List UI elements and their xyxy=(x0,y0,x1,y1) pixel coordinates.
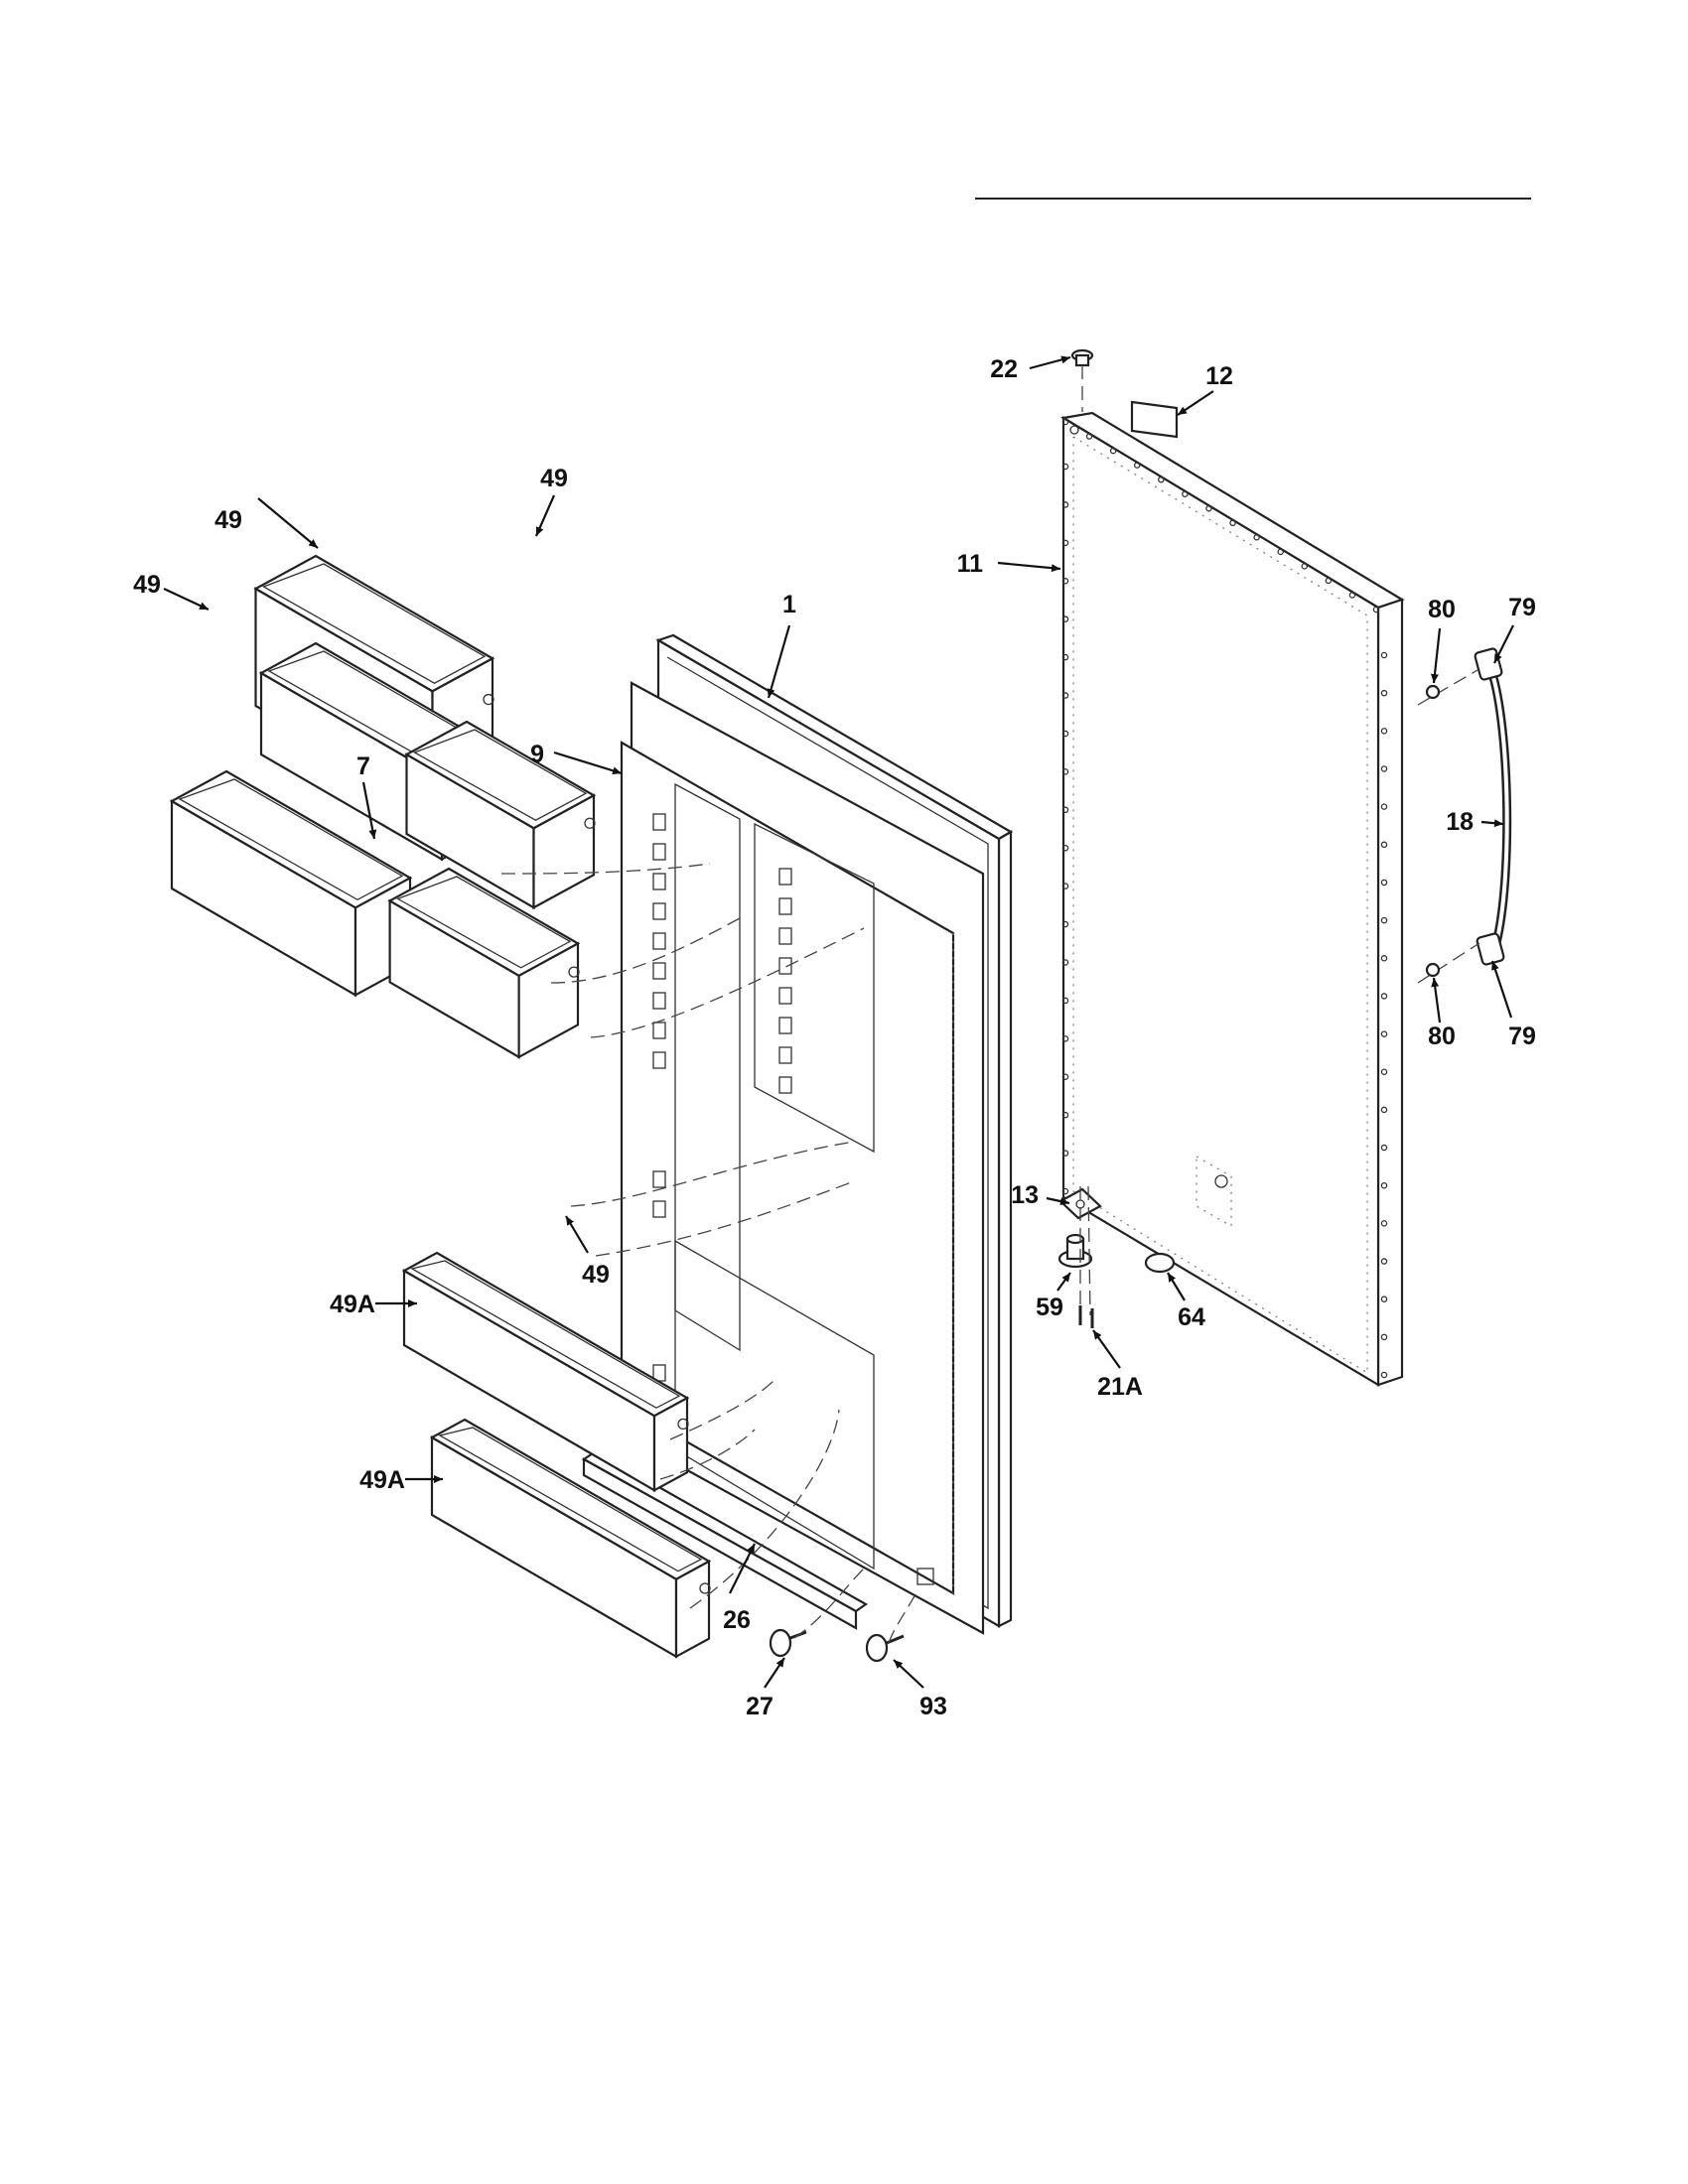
callout-21a: 21A xyxy=(1097,1373,1143,1401)
liner-shelf-clips xyxy=(652,813,792,1382)
callout-13: 13 xyxy=(1011,1181,1039,1209)
callout-79-top: 79 xyxy=(1508,594,1536,621)
callout-22: 22 xyxy=(990,355,1018,383)
assembly-lines xyxy=(500,863,919,1644)
inner-door-liner xyxy=(620,681,985,1635)
callout-labels: 1 7 9 11 12 13 18 21A 22 26 27 49 49 49 … xyxy=(133,355,1536,1720)
callout-80-top: 80 xyxy=(1428,596,1456,623)
door-bins xyxy=(169,554,712,1659)
screw-part-80-bottom xyxy=(1425,962,1441,978)
callout-27: 27 xyxy=(746,1693,774,1720)
callout-26: 26 xyxy=(723,1606,751,1634)
callout-80-bottom: 80 xyxy=(1428,1023,1456,1050)
trim-part-12 xyxy=(1130,400,1179,439)
bin-part-49A-lower xyxy=(429,1418,712,1659)
callout-12: 12 xyxy=(1205,362,1233,390)
callout-11: 11 xyxy=(957,550,984,578)
callout-9: 9 xyxy=(530,741,544,768)
callout-79-bottom: 79 xyxy=(1508,1023,1536,1050)
callout-49-upper-right: 49 xyxy=(540,465,568,492)
bin-part-49-lower-left xyxy=(169,769,413,998)
screw-part-80-top xyxy=(1425,684,1441,700)
callout-49A-upper: 49A xyxy=(330,1291,375,1318)
callout-49-upper-left: 49 xyxy=(214,506,242,534)
bin-part-49A-upper xyxy=(401,1251,690,1493)
handle-part-18 xyxy=(1417,647,1512,984)
outer-door-panel xyxy=(1059,411,1405,1387)
callout-64: 64 xyxy=(1178,1303,1205,1331)
leader-lines xyxy=(163,355,1514,1689)
callout-49-lower-left: 49 xyxy=(133,571,161,599)
callout-59: 59 xyxy=(1036,1294,1063,1321)
callout-1: 1 xyxy=(782,591,796,618)
callout-93: 93 xyxy=(919,1693,947,1720)
fastener-part-93 xyxy=(865,1633,905,1663)
plug-part-64 xyxy=(1144,1252,1176,1274)
hinge-assembly xyxy=(1057,1185,1102,1328)
bin-part-49-upper-right xyxy=(404,720,597,910)
callout-18: 18 xyxy=(1446,808,1474,836)
screw-part-22 xyxy=(1070,348,1094,412)
callout-49-lower-right: 49 xyxy=(582,1261,610,1289)
bin-part-49-lower-right xyxy=(387,867,581,1059)
callout-49A-lower: 49A xyxy=(359,1466,405,1494)
callout-7: 7 xyxy=(356,752,370,780)
panel-holes xyxy=(1061,418,1388,1379)
